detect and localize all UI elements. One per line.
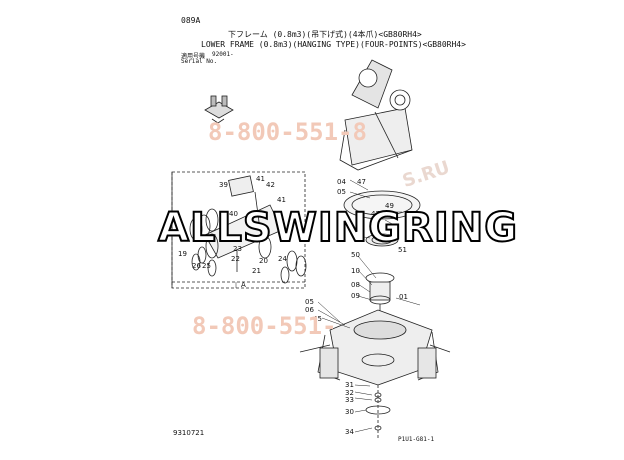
callout-09: 09 bbox=[351, 292, 360, 300]
callout-49: 49 bbox=[385, 202, 394, 210]
callout-47b: 47 bbox=[371, 210, 380, 218]
callout-45: 45 bbox=[313, 315, 322, 323]
watermark-phone-top: 8-800-551-8 bbox=[208, 118, 367, 146]
callout-51: 51 bbox=[398, 246, 407, 254]
cylinder-box bbox=[171, 171, 307, 289]
orientation-icon bbox=[204, 95, 234, 124]
callout-34: 34 bbox=[345, 428, 354, 436]
callout-42: 42 bbox=[266, 181, 275, 189]
center-stack bbox=[365, 385, 391, 440]
footer-left-code: 9310721 bbox=[173, 429, 205, 437]
serial-label: Serial No. bbox=[181, 58, 218, 65]
swivel-joint bbox=[365, 272, 395, 316]
callout-40: 40 bbox=[229, 210, 238, 218]
callout-47: 47 bbox=[357, 178, 366, 186]
footer-right-code: P1U1-G81-1 bbox=[398, 436, 435, 443]
callout-26: 26 bbox=[192, 262, 201, 270]
callout-50: 50 bbox=[351, 251, 360, 259]
applicable-value: 92001- bbox=[212, 51, 234, 58]
callout-25: 25 bbox=[202, 262, 211, 270]
lower-frame bbox=[299, 309, 451, 386]
leader-lines bbox=[235, 179, 421, 433]
applicable-label: 適用号機 bbox=[181, 53, 206, 60]
callout-23: 23 bbox=[233, 245, 242, 253]
callout-31: 31 bbox=[345, 381, 354, 389]
callout-08: 08 bbox=[351, 281, 360, 289]
callout-10: 10 bbox=[351, 267, 360, 275]
callout-39: 39 bbox=[219, 181, 228, 189]
callout-05b: 05 bbox=[305, 298, 314, 306]
callout-22: 22 bbox=[231, 255, 240, 263]
callout-19: 19 bbox=[178, 250, 187, 258]
callout-04: 04 bbox=[337, 178, 346, 186]
upper-frame bbox=[339, 59, 413, 171]
watermark-phone-bottom: 8-800-551- bbox=[192, 312, 337, 340]
callout-24: 24 bbox=[278, 255, 287, 263]
callout-A: A bbox=[241, 281, 246, 289]
callout-33: 33 bbox=[345, 396, 354, 404]
title-japanese: 下フレーム (0.8m3)(吊下げ式)(4本爪)<GB80RH4> bbox=[228, 30, 422, 39]
callout-32: 32 bbox=[345, 389, 354, 397]
callout-41b: 41 bbox=[277, 196, 286, 204]
title-english: LOWER FRAME (0.8m3)(HANGING TYPE)(FOUR-P… bbox=[201, 40, 466, 49]
callout-05: 05 bbox=[337, 188, 346, 196]
catalog-code: 089A bbox=[181, 16, 201, 25]
callout-01: 01 bbox=[399, 293, 408, 301]
watermark-brand: ALLSWINGRING bbox=[157, 204, 519, 252]
callout-30: 30 bbox=[345, 408, 354, 416]
callout-21: 21 bbox=[252, 267, 261, 275]
callout-06: 06 bbox=[305, 306, 314, 314]
callout-36: 36 bbox=[193, 225, 202, 233]
callout-41: 41 bbox=[256, 175, 265, 183]
callout-20: 20 bbox=[259, 257, 268, 265]
